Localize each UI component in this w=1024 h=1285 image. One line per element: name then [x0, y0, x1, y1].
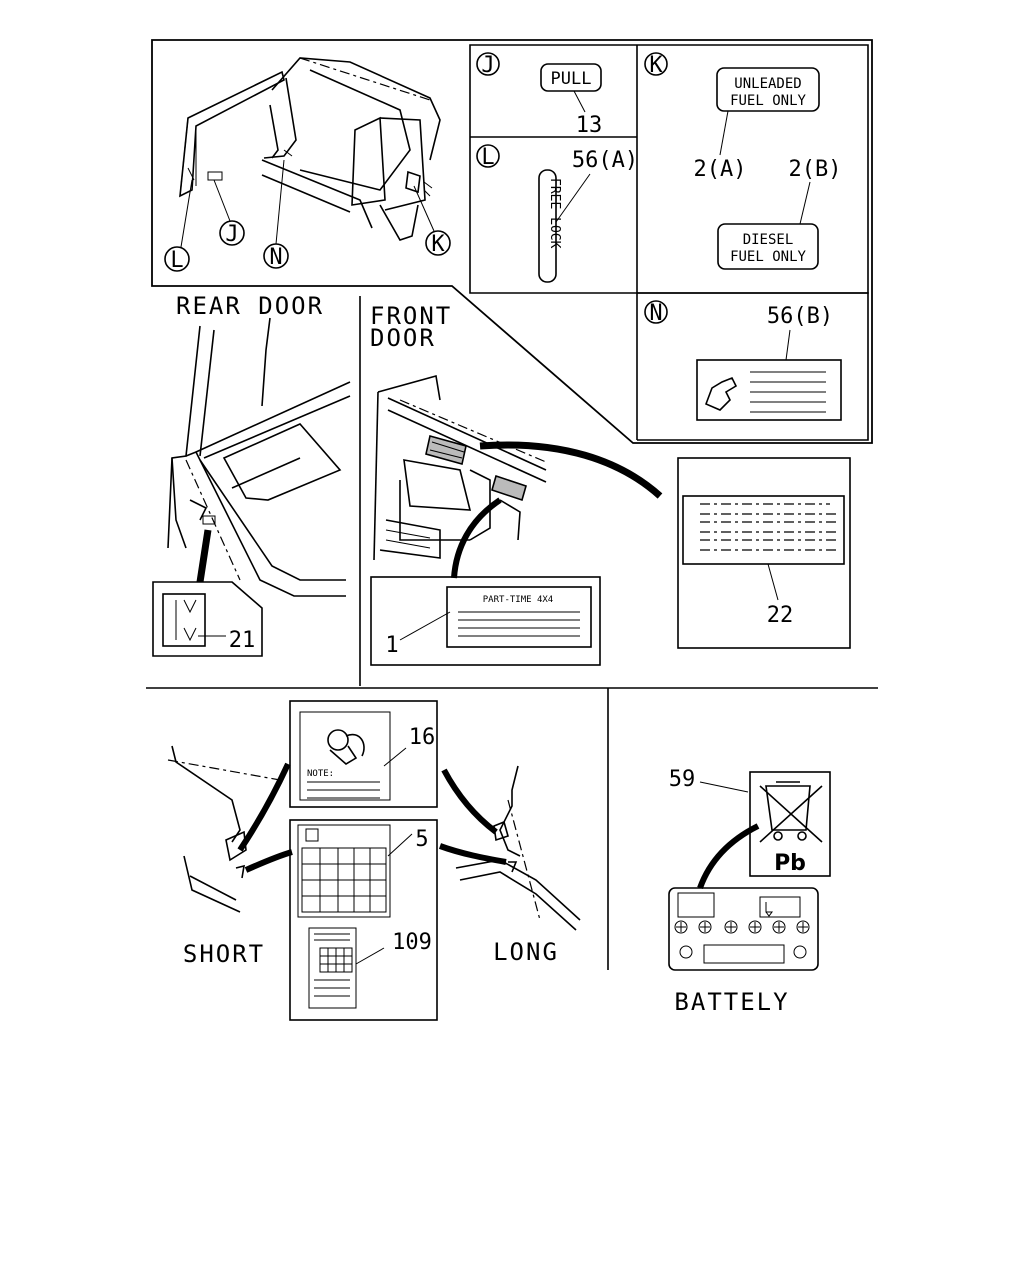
- overview-marker-l: L: [164, 179, 193, 273]
- vehicle-overview-drawing: [179, 57, 441, 241]
- battery-cell-caps: [674, 920, 810, 934]
- svg-text:K: K: [649, 53, 663, 78]
- svg-text:2(B): 2(B): [789, 157, 842, 182]
- hatched-label-right: [491, 474, 527, 502]
- overview-marker-j: J: [213, 179, 245, 247]
- airbag-label-16: NOTE: 16: [289, 700, 438, 808]
- front-door-section: FRONT DOOR PART: [370, 302, 851, 666]
- svg-text:J: J: [225, 222, 238, 247]
- short-body-drawing: [167, 745, 293, 913]
- svg-text:21: 21: [229, 628, 256, 653]
- svg-text:109: 109: [392, 930, 432, 955]
- battery-drawing: [668, 887, 819, 971]
- recycle-bin-label: Pb: [749, 771, 831, 877]
- long-section: LONG: [438, 765, 581, 966]
- top-panel: L J N K J PULL 13: [151, 39, 873, 444]
- rear-door-section: REAR DOOR 21: [152, 292, 361, 686]
- rear-door-drawing: [152, 317, 351, 657]
- view-j: J PULL 13: [476, 52, 603, 138]
- svg-text:L: L: [170, 248, 183, 273]
- svg-text:DOOR: DOOR: [370, 324, 436, 352]
- svg-text:FUEL ONLY: FUEL ONLY: [730, 249, 806, 265]
- svg-text:SHORT: SHORT: [183, 940, 265, 968]
- svg-text:N: N: [269, 245, 282, 270]
- svg-text:REAR DOOR: REAR DOOR: [176, 292, 324, 320]
- svg-text:PULL: PULL: [551, 69, 592, 89]
- svg-text:LONG: LONG: [493, 938, 559, 966]
- center-labels: NOTE: 16 5 109: [289, 700, 438, 1021]
- svg-text:16: 16: [409, 725, 436, 750]
- svg-text:UNLEADED: UNLEADED: [734, 76, 801, 92]
- svg-text:N: N: [649, 301, 662, 326]
- svg-text:2(A): 2(A): [694, 157, 747, 182]
- svg-text:59: 59: [669, 767, 696, 792]
- svg-text:Pb: Pb: [774, 851, 806, 876]
- svg-text:1: 1: [385, 633, 398, 658]
- svg-text:NOTE:: NOTE:: [307, 769, 334, 779]
- battery-section: 59 Pb: [668, 767, 831, 1016]
- view-n: N 56(B): [644, 300, 842, 421]
- front-door-label-22: 22: [677, 457, 851, 649]
- hatched-label-left: [425, 435, 467, 465]
- overview-marker-k: K: [413, 185, 451, 257]
- svg-text:DIESEL: DIESEL: [743, 232, 794, 248]
- svg-text:FUEL ONLY: FUEL ONLY: [730, 93, 806, 109]
- view-l: L 56(A) FREE LOCK: [476, 144, 638, 283]
- table-label-5: 5: [289, 819, 438, 1021]
- svg-text:K: K: [431, 232, 445, 257]
- sheet-label-109: 109: [308, 927, 432, 1009]
- svg-text:FRONT: FRONT: [370, 302, 452, 330]
- long-body-drawing: [438, 765, 581, 931]
- short-section: SHORT: [167, 745, 293, 968]
- svg-text:PART-TIME 4X4: PART-TIME 4X4: [483, 595, 553, 605]
- svg-text:J: J: [481, 53, 494, 78]
- svg-text:FREE LOCK: FREE LOCK: [547, 178, 562, 249]
- view-k: K UNLEADED FUEL ONLY 2(A) 2(B) DIESEL FU…: [644, 52, 842, 270]
- rear-door-label-21: 21: [162, 593, 256, 653]
- svg-text:56(A): 56(A): [572, 148, 638, 173]
- overview-marker-n: N: [263, 159, 289, 270]
- svg-text:22: 22: [767, 603, 794, 628]
- svg-text:BATTELY: BATTELY: [674, 988, 789, 1016]
- svg-text:13: 13: [576, 113, 603, 138]
- svg-text:56(B): 56(B): [767, 304, 833, 329]
- svg-text:5: 5: [415, 827, 428, 852]
- svg-text:L: L: [481, 145, 494, 170]
- front-door-label-1: PART-TIME 4X4 1: [370, 576, 601, 666]
- front-door-drawing: [373, 374, 663, 579]
